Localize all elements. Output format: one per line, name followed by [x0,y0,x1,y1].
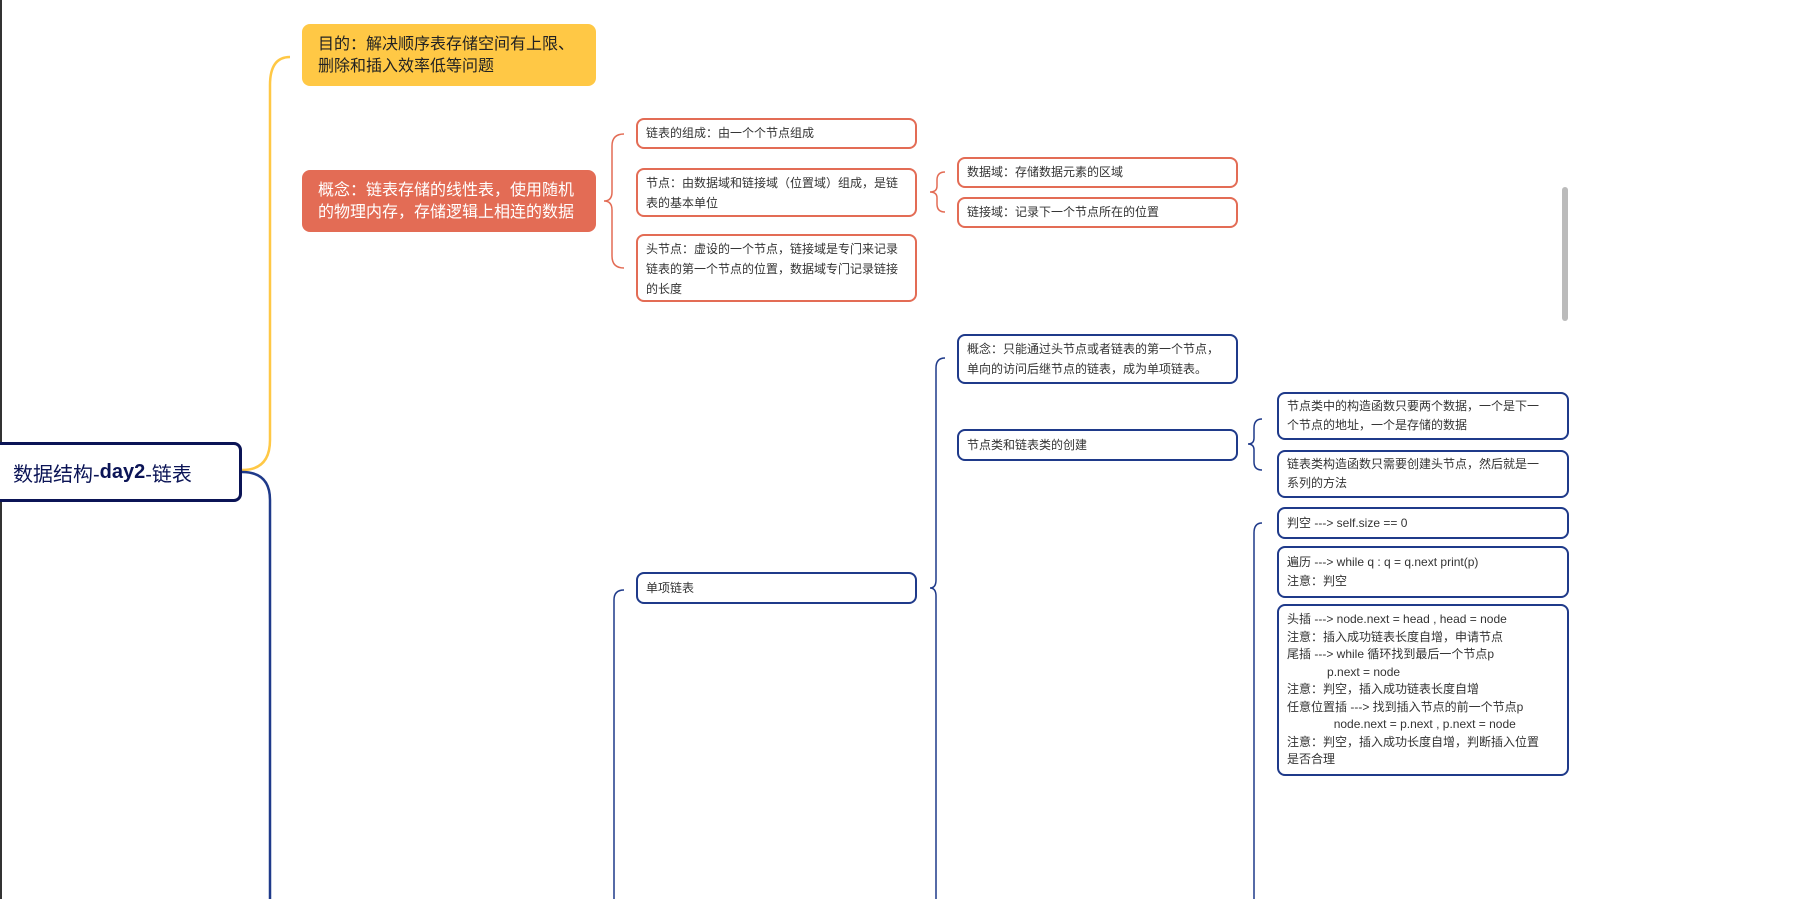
topic-is-empty[interactable]: 判空 ---> self.size == 0 [1277,507,1569,539]
topic-node[interactable]: 节点：由数据域和链接域（位置域）组成，是链 表的基本单位 [636,168,917,217]
brace-create [1247,418,1263,471]
brace-singly [929,357,946,899]
connector-root-blue [241,470,272,899]
root-title-prefix: 数据结构- [13,463,100,486]
topic-list-class[interactable]: 链表类构造函数只需要创建头节点，然后就是一 系列的方法 [1277,450,1569,498]
brace-node [929,171,946,213]
topic-composition[interactable]: 链表的组成：由一个个节点组成 [636,118,917,149]
scrollbar-thumb[interactable] [1562,187,1568,321]
topic-concept[interactable]: 概念：链表存储的线性表，使用随机 的物理内存，存储逻辑上相连的数据 [302,170,596,232]
root-topic[interactable]: 数据结构-day2-链表 [0,442,242,502]
topic-singly-concept[interactable]: 概念：只能通过头节点或者链表的第一个节点， 单向的访问后继节点的链表，成为单项链… [957,334,1238,384]
root-title-bold: day2 [99,460,146,483]
topic-node-class[interactable]: 节点类中的构造函数只要两个数据，一个是下一 个节点的地址，一个是存储的数据 [1277,392,1569,440]
vertical-scrollbar[interactable] [1560,0,1570,899]
brace-blue-branch [613,589,625,899]
topic-class-creation[interactable]: 节点类和链表类的创建 [957,429,1238,461]
topic-purpose[interactable]: 目的：解决顺序表存储空间有上限、 删除和插入效率低等问题 [302,24,596,86]
topic-data-field[interactable]: 数据域：存储数据元素的区域 [957,157,1238,188]
connector-root-yellow [241,55,291,472]
brace-methods [1253,522,1263,899]
topic-insert[interactable]: 头插 ---> node.next = head , head = node 注… [1277,604,1569,776]
root-title-suffix: -链表 [145,463,192,486]
topic-link-field[interactable]: 链接域：记录下一个节点所在的位置 [957,197,1238,228]
topic-singly-linked-list[interactable]: 单项链表 [636,572,917,604]
topic-traverse[interactable]: 遍历 ---> while q : q = q.next print(p) 注意… [1277,546,1569,598]
topic-head-node[interactable]: 头节点：虚设的一个节点，链接域是专门来记录 链表的第一个节点的位置，数据域专门记… [636,234,917,302]
brace-concept [603,133,625,269]
